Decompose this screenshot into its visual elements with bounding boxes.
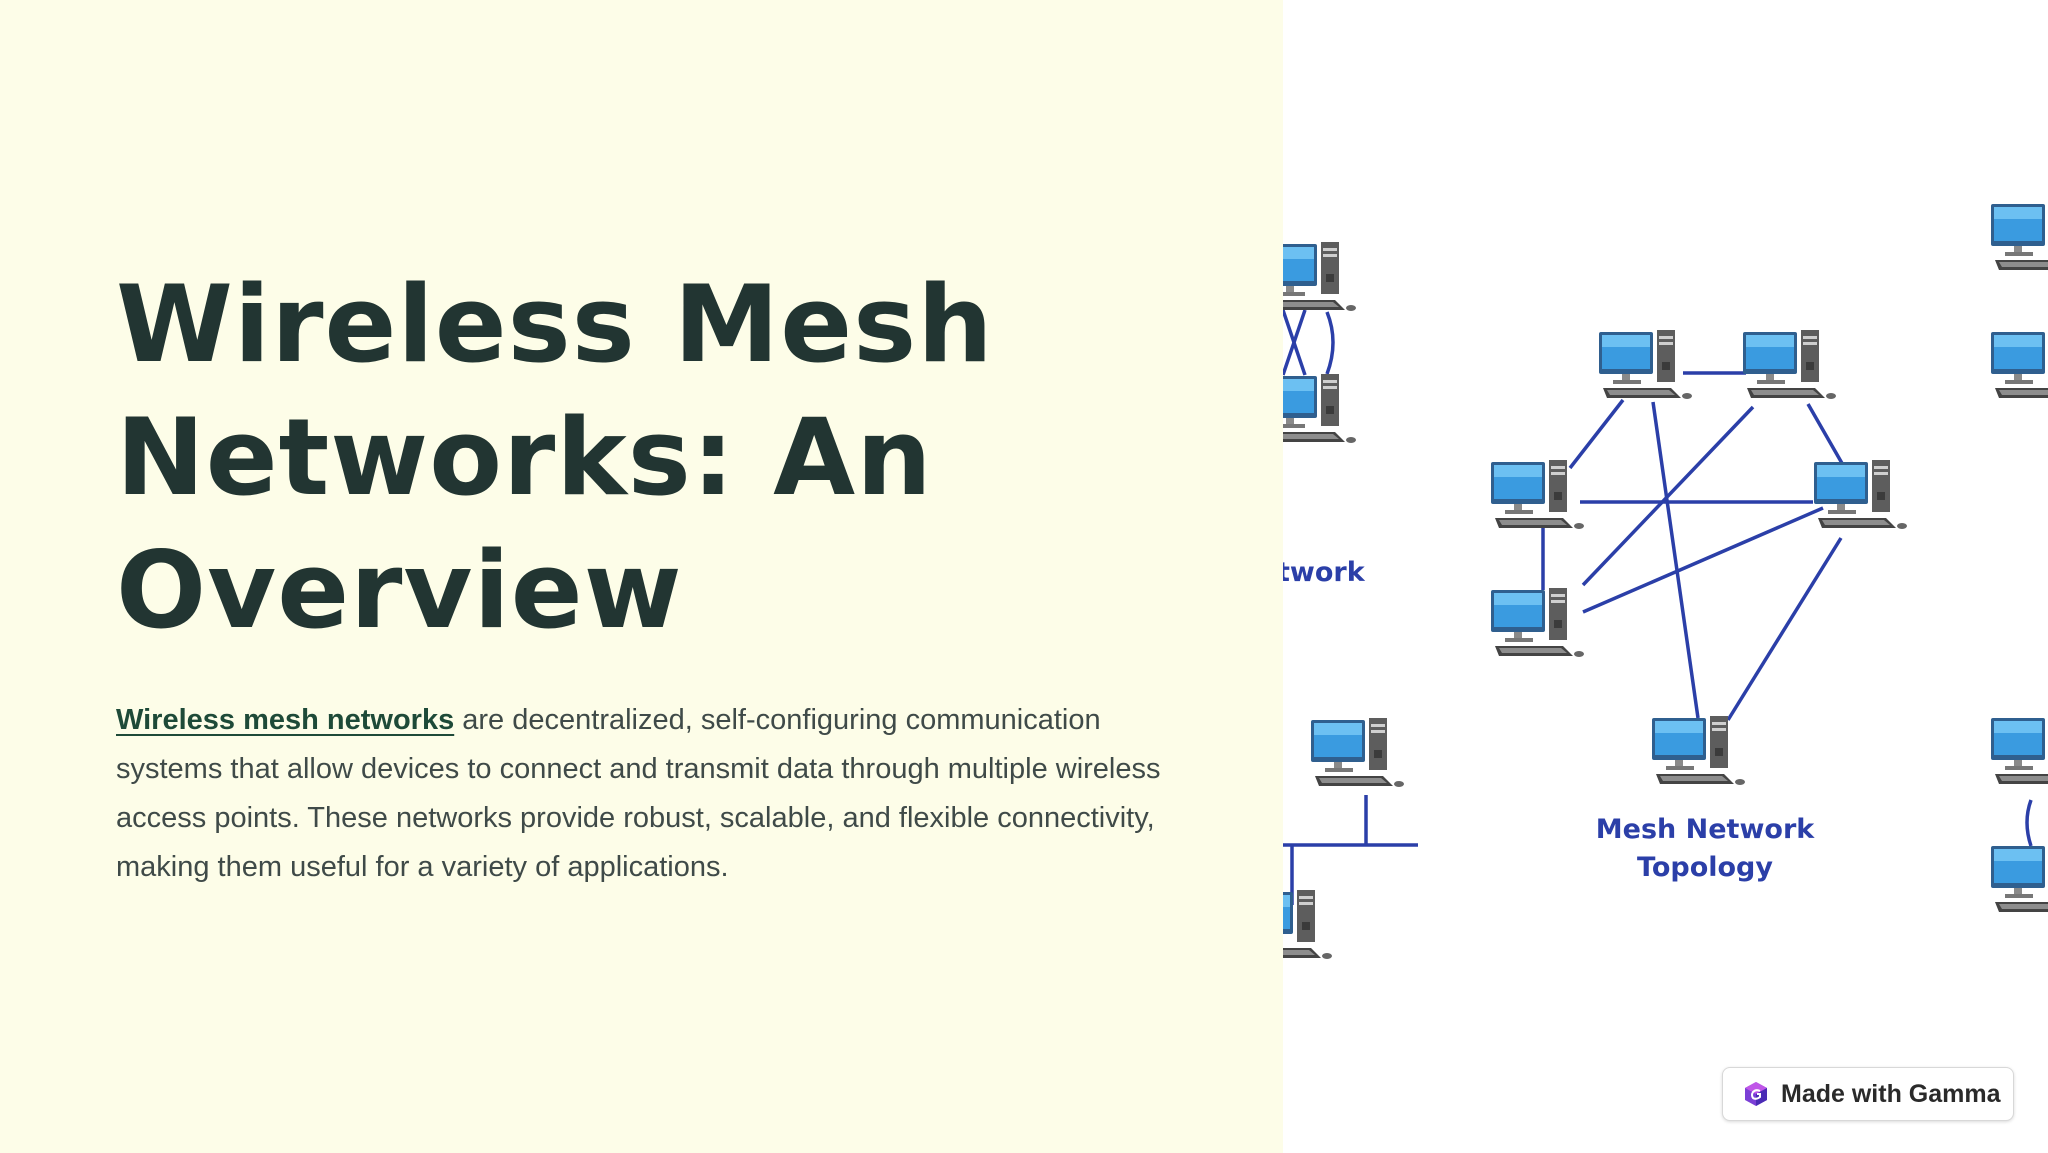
slide-title-line-2: Networks: An	[116, 396, 933, 519]
text-panel: Wireless Mesh Networks: An Overview Wire…	[116, 258, 1216, 892]
slide-body-text: are decentralized, self-configuring comm…	[116, 704, 1161, 883]
wireless-mesh-networks-link[interactable]: Wireless mesh networks	[116, 704, 455, 736]
slide-title-line-3: Overview	[116, 529, 683, 652]
mesh-topology-diagram: twork Mesh Network Topology	[1283, 202, 2048, 959]
slide-body: Wireless mesh networks are decentralized…	[116, 696, 1176, 892]
slide-title: Wireless Mesh Networks: An Overview	[116, 258, 1216, 657]
made-with-gamma-badge[interactable]: Made with Gamma	[1722, 1067, 2014, 1121]
partial-network-label: twork	[1283, 557, 1366, 588]
mesh-network-image: twork Mesh Network Topology	[1283, 0, 2048, 1153]
diagram-caption-line-1: Mesh Network	[1596, 814, 1815, 845]
diagram-caption-line-2: Topology	[1637, 852, 1773, 883]
gamma-logo-icon	[1745, 1082, 1767, 1106]
mesh-links	[1541, 371, 1845, 721]
made-with-gamma-label: Made with Gamma	[1781, 1079, 2001, 1108]
left-partial-links	[1283, 309, 1418, 905]
right-partial-links	[2025, 799, 2033, 847]
slide-title-line-1: Wireless Mesh	[116, 263, 994, 386]
